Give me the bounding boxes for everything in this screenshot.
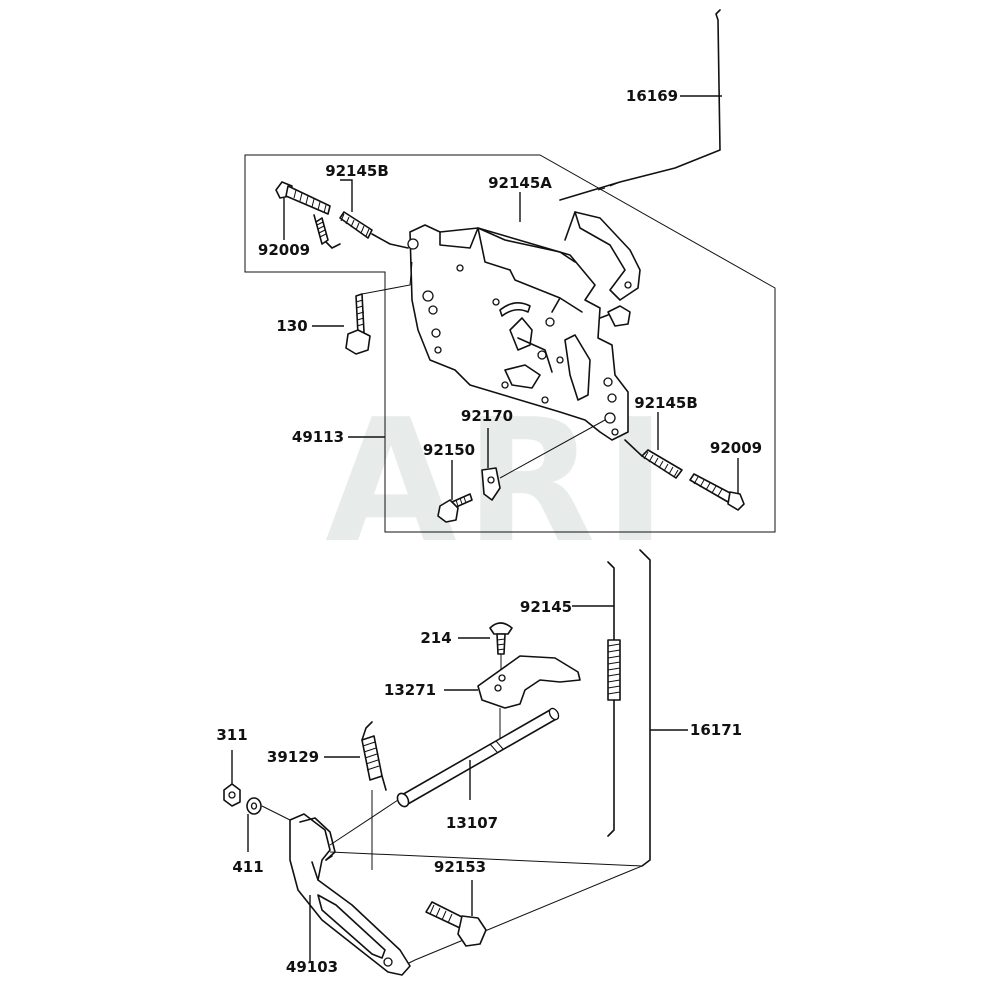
part-13107-shaft <box>396 707 560 808</box>
label-92145A: 92145A <box>488 174 552 192</box>
part-214-screw <box>458 622 513 672</box>
label-92150: 92150 <box>423 441 475 459</box>
label-13107: 13107 <box>446 814 498 832</box>
label-92145B-top: 92145B <box>325 162 389 180</box>
part-92009-bolt-right <box>689 458 745 511</box>
part-92170-clip <box>481 419 606 501</box>
part-92145A-spring <box>313 192 521 249</box>
part-39129-spring <box>324 721 399 870</box>
label-16169: 16169 <box>626 87 678 105</box>
label-92009-right: 92009 <box>710 439 762 457</box>
part-92145B-spring-top <box>339 179 409 249</box>
label-16171: 16171 <box>690 721 742 739</box>
part-49103-lever <box>289 813 411 976</box>
label-92145: 92145 <box>520 598 572 616</box>
part-92150-bolt <box>437 460 473 523</box>
label-49103: 49103 <box>286 958 338 976</box>
label-130: 130 <box>276 317 307 335</box>
label-311: 311 <box>216 726 247 744</box>
part-16169-rod <box>559 9 722 201</box>
part-92009-bolt-top <box>275 181 331 240</box>
part-311-nut <box>223 750 241 807</box>
label-92009-top: 92009 <box>258 241 310 259</box>
assembly-outline-49113 <box>244 154 776 533</box>
label-49113: 49113 <box>292 428 344 446</box>
part-13271-bracket <box>444 655 581 738</box>
label-92145B-right: 92145B <box>634 394 698 412</box>
part-130-bolt <box>312 261 413 355</box>
label-92153: 92153 <box>434 858 486 876</box>
label-92170: 92170 <box>461 407 513 425</box>
part-16171-rod <box>329 549 688 966</box>
label-13271: 13271 <box>384 681 436 699</box>
label-39129: 39129 <box>267 748 319 766</box>
part-92145B-spring-right <box>624 412 683 479</box>
part-92153-pin <box>425 880 487 947</box>
label-214: 214 <box>420 629 451 647</box>
label-411: 411 <box>232 858 263 876</box>
part-49113-control-plate <box>407 211 641 441</box>
part-411-washer <box>246 797 291 852</box>
part-92145-spring <box>572 561 621 837</box>
